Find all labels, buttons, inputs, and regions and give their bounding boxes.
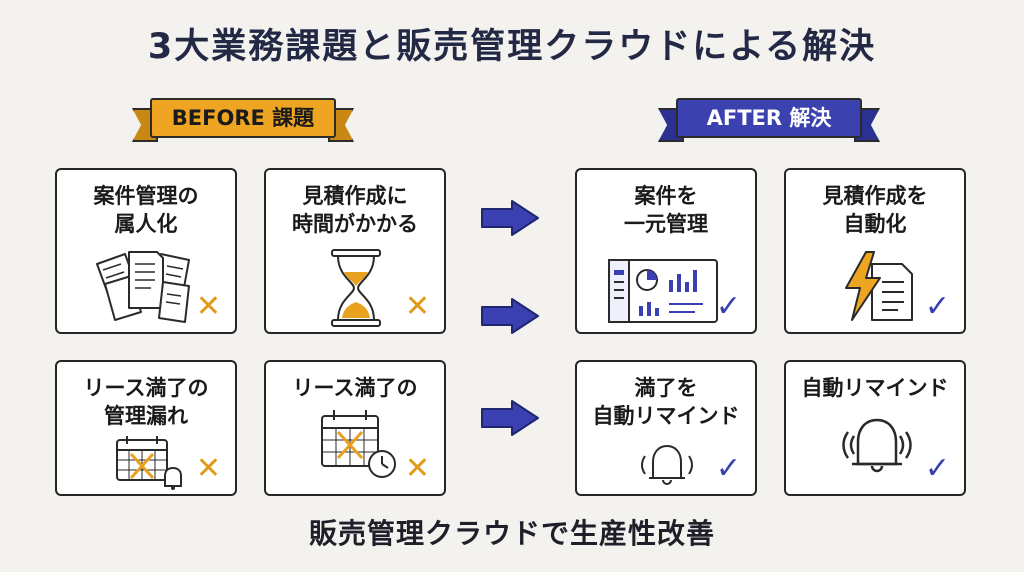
card-label: 満了を 自動リマインド [592, 376, 740, 428]
card-label: リース満了の 管理漏れ [83, 376, 209, 428]
calendar-clock-icon [321, 410, 396, 478]
after-card-expiry-reminder: 満了を 自動リマインド ✓ [575, 360, 757, 496]
x-mark-icon: ✕ [404, 289, 430, 324]
right-arrow-icon [481, 298, 539, 334]
after-card-estimate-automation: 見積作成を 自動化 ✓ [784, 168, 966, 334]
after-card-unified-management: 案件を 一元管理 ✓ [575, 168, 757, 334]
calendar-bell-icon [116, 436, 182, 490]
check-mark-icon: ✓ [715, 289, 741, 324]
after-ribbon: AFTER 解決 [658, 98, 880, 142]
card-label: 案件を 一元管理 [624, 184, 708, 236]
card-label: 自動リマインド [801, 376, 949, 400]
card-label: 案件管理の 属人化 [93, 184, 199, 236]
x-mark-icon: ✕ [195, 451, 221, 486]
check-mark-icon: ✓ [924, 289, 950, 324]
page-title: 3大業務課題と販売管理クラウドによる解決 [147, 27, 877, 67]
ringing-bell-icon [842, 418, 912, 473]
x-mark-icon: ✕ [195, 289, 221, 324]
before-ribbon: BEFORE 課題 [132, 98, 354, 142]
hourglass-icon [331, 249, 381, 327]
before-card-lease-expiry: リース満了の ✕ [264, 360, 446, 496]
dashboard-icon [608, 259, 718, 323]
bell-icon [641, 444, 693, 485]
documents-icon [96, 251, 190, 323]
check-mark-icon: ✓ [715, 451, 741, 486]
before-card-estimate-time: 見積作成に 時間がかかる ✕ [264, 168, 446, 334]
right-arrow-icon [481, 200, 539, 236]
card-label: リース満了の [292, 376, 418, 400]
x-mark-icon: ✕ [404, 451, 430, 486]
before-card-case-management: 案件管理の 属人化 ✕ [55, 168, 237, 334]
card-label: 見積作成に 時間がかかる [292, 184, 418, 236]
right-arrow-icon [481, 400, 539, 436]
before-card-lease-management: リース満了の 管理漏れ ✕ [55, 360, 237, 496]
card-label: 見積作成を 自動化 [822, 184, 928, 236]
after-label: AFTER 解決 [706, 106, 832, 130]
after-card-auto-reminder: 自動リマインド ✓ [784, 360, 966, 496]
lightning-document-icon [845, 251, 913, 321]
check-mark-icon: ✓ [924, 451, 950, 486]
footer-caption: 販売管理クラウドで生産性改善 [308, 517, 715, 550]
before-label: BEFORE 課題 [171, 106, 315, 130]
